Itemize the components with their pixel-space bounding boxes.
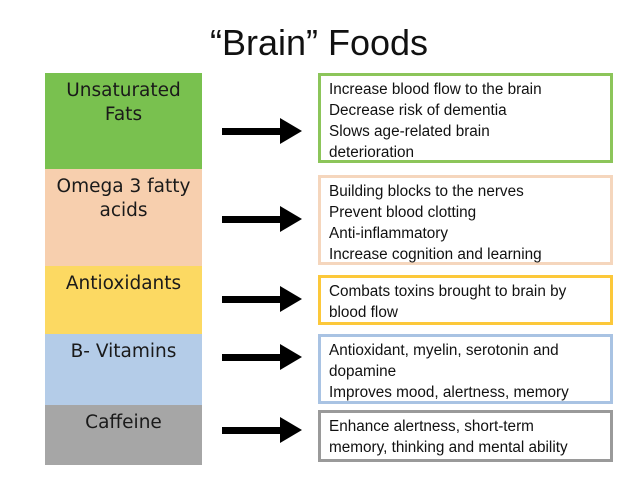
- right-arrow-icon: [222, 344, 302, 370]
- category-b-vitamins: B- Vitamins: [45, 334, 202, 405]
- description-line: Combats toxins brought to brain by: [329, 283, 567, 300]
- description-line: blood flow: [329, 304, 398, 321]
- right-arrow-icon: [222, 286, 302, 312]
- description-line: deterioration: [329, 144, 415, 161]
- description-line: Increase blood flow to the brain: [329, 81, 542, 98]
- category-label-line: Caffeine: [85, 412, 162, 433]
- description-box-caffeine: Enhance alertness, short-term memory, th…: [318, 410, 613, 462]
- category-label-line: Antioxidants: [65, 273, 182, 294]
- category-label-line: Omega 3 fatty: [56, 176, 191, 197]
- right-arrow-icon: [222, 417, 302, 443]
- category-label-line: Fats: [104, 104, 143, 125]
- description-line: Improves mood, alertness, memory: [329, 384, 569, 401]
- category-label-line: B- Vitamins: [70, 341, 177, 362]
- description-line: Enhance alertness, short-term: [329, 418, 534, 435]
- category-caffeine: Caffeine: [45, 405, 202, 465]
- right-arrow-icon: [222, 206, 302, 232]
- description-box-b-vitamins: Antioxidant, myelin, serotonin and dopam…: [318, 334, 613, 404]
- description-line: dopamine: [329, 363, 397, 380]
- description-line: Antioxidant, myelin, serotonin and: [329, 342, 559, 359]
- description-line: Increase cognition and learning: [329, 246, 542, 263]
- right-arrow-icon: [222, 118, 302, 144]
- description-line: Building blocks to the nerves: [329, 183, 524, 200]
- category-omega-3: Omega 3 fatty acids: [45, 169, 202, 266]
- category-antioxidants: Antioxidants: [45, 266, 202, 334]
- page-title: “Brain” Foods: [209, 22, 429, 63]
- description-box-unsaturated-fats: Increase blood flow to the brain Decreas…: [318, 73, 613, 163]
- category-label-line: Unsaturated: [66, 80, 181, 101]
- description-box-omega-3: Building blocks to the nerves Prevent bl…: [318, 175, 613, 265]
- description-box-antioxidants: Combats toxins brought to brain by blood…: [318, 275, 613, 325]
- description-line: Anti-inflammatory: [329, 225, 449, 242]
- category-unsaturated-fats: Unsaturated Fats: [45, 73, 202, 169]
- description-line: memory, thinking and mental ability: [329, 439, 568, 456]
- description-line: Prevent blood clotting: [329, 204, 477, 221]
- category-label-line: acids: [99, 200, 148, 221]
- description-line: Slows age-related brain: [329, 123, 490, 140]
- description-line: Decrease risk of dementia: [329, 102, 507, 119]
